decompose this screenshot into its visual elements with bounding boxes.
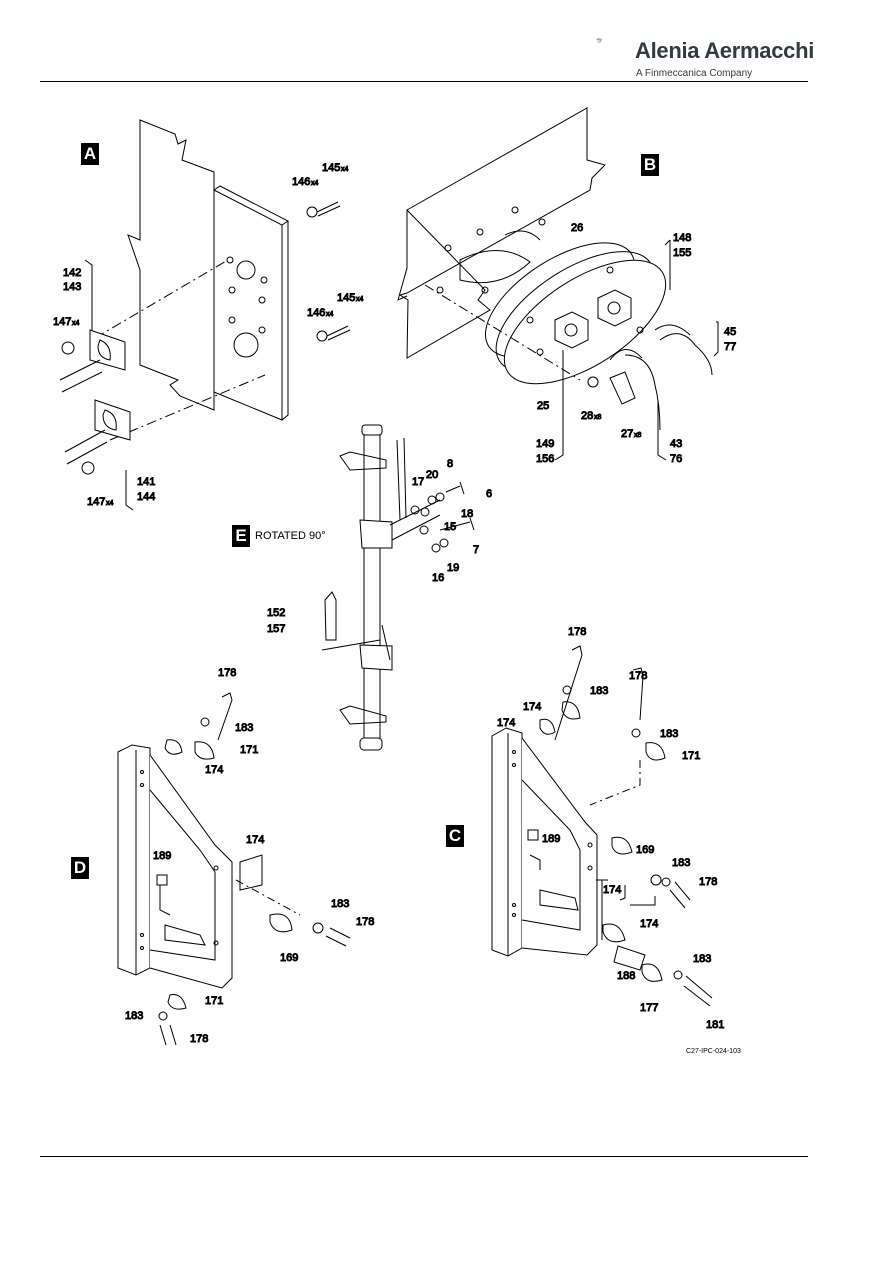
c-callout-178c: 178 — [699, 876, 717, 888]
c-callout-183d: 183 — [693, 953, 711, 965]
e-callout-20: 20 — [426, 469, 438, 481]
c-callout-174: 174 — [523, 701, 541, 713]
view-c-assembly — [491, 645, 713, 1007]
e-callout-8: 8 — [447, 458, 453, 470]
a-callout-145-qty: x4 — [341, 166, 349, 173]
b-callout-25: 25 — [537, 400, 549, 412]
a-callout-147: 147 — [53, 316, 71, 328]
d-callout-183c: 183 — [125, 1010, 143, 1022]
view-d-assembly — [117, 692, 351, 1046]
d-callout-178: 178 — [218, 667, 236, 679]
a-callout-146b: 146 — [307, 307, 325, 319]
b-callout-27-qty: x8 — [634, 432, 642, 439]
c-callout-174c: 174 — [603, 884, 621, 896]
c-callout-178: 178 — [568, 626, 586, 638]
a-callout-144: 144 — [137, 491, 155, 503]
b-callout-43: 43 — [670, 438, 682, 450]
e-callout-18: 18 — [461, 508, 473, 520]
a-callout-146b-qty: x4 — [326, 311, 334, 318]
b-callout-156: 156 — [536, 453, 554, 465]
d-callout-178b: 178 — [356, 916, 374, 928]
view-b-assembly — [397, 107, 719, 461]
drawing-id: C27-IPC-024-103 — [686, 1048, 741, 1055]
c-callout-181: 181 — [706, 1019, 724, 1031]
c-callout-177: 177 — [640, 1002, 658, 1014]
view-label-b: B — [641, 154, 659, 176]
b-callout-76: 76 — [670, 453, 682, 465]
a-callout-145b: 145 — [337, 292, 355, 304]
b-callout-149: 149 — [536, 438, 554, 450]
brand-name: Alenia Aermacchi — [635, 38, 815, 63]
d-callout-183b: 183 — [331, 898, 349, 910]
b-callout-26: 26 — [571, 222, 583, 234]
footer-rule — [40, 1156, 808, 1157]
e-callout-17: 17 — [412, 476, 424, 488]
d-callout-174b: 174 — [246, 834, 264, 846]
c-callout-183: 183 — [590, 685, 608, 697]
brand-subtitle: A Finmeccanica Company — [636, 68, 753, 79]
c-callout-169: 169 — [636, 844, 654, 856]
b-callout-28: 28 — [581, 410, 593, 422]
a-callout-142: 142 — [63, 267, 81, 279]
d-callout-171: 171 — [240, 744, 258, 756]
d-callout-169: 169 — [280, 952, 298, 964]
b-callout-28-qty: x8 — [594, 414, 602, 421]
b-callout-45: 45 — [724, 326, 736, 338]
e-callout-19: 19 — [447, 562, 459, 574]
alenia-logo-icon — [596, 37, 602, 44]
view-e-assembly — [321, 424, 475, 751]
a-callout-145b-qty: x4 — [356, 296, 364, 303]
a-callout-145: 145 — [322, 162, 340, 174]
view-label-d: D — [71, 857, 89, 879]
d-callout-183: 183 — [235, 722, 253, 734]
c-callout-189: 189 — [542, 833, 560, 845]
e-callout-7: 7 — [473, 544, 479, 556]
e-callout-16: 16 — [432, 572, 444, 584]
e-callout-15: 15 — [444, 521, 456, 533]
e-callout-152: 152 — [267, 607, 285, 619]
c-callout-178b: 178 — [629, 670, 647, 682]
d-callout-189: 189 — [153, 850, 171, 862]
view-label-a: A — [81, 143, 99, 165]
b-callout-27: 27 — [621, 428, 633, 440]
header-rule — [40, 81, 808, 82]
a-callout-147-qty: x4 — [72, 320, 80, 327]
a-callout-141: 141 — [137, 476, 155, 488]
b-callout-155: 155 — [673, 247, 691, 259]
e-callout-157: 157 — [267, 623, 285, 635]
view-label-c: C — [446, 825, 464, 847]
c-callout-183b: 183 — [660, 728, 678, 740]
e-callout-6: 6 — [486, 488, 492, 500]
a-callout-146: 146 — [292, 176, 310, 188]
view-a-assembly — [59, 119, 351, 511]
b-callout-77: 77 — [724, 341, 736, 353]
a-callout-146-qty: x4 — [311, 180, 319, 187]
c-callout-174b: 174 — [497, 717, 515, 729]
a-callout-147b: 147 — [87, 496, 105, 508]
a-callout-143: 143 — [63, 281, 81, 293]
rotated-note: ROTATED 90° — [255, 530, 326, 542]
c-callout-171: 171 — [682, 750, 700, 762]
view-label-e: E — [232, 525, 250, 547]
b-callout-148: 148 — [673, 232, 691, 244]
a-callout-147b-qty: x4 — [106, 500, 114, 507]
c-callout-174d: 174 — [640, 918, 658, 930]
d-callout-178c: 178 — [190, 1033, 208, 1045]
d-callout-171b: 171 — [205, 995, 223, 1007]
c-callout-183c: 183 — [672, 857, 690, 869]
d-callout-174: 174 — [205, 764, 223, 776]
c-callout-188: 188 — [617, 970, 635, 982]
